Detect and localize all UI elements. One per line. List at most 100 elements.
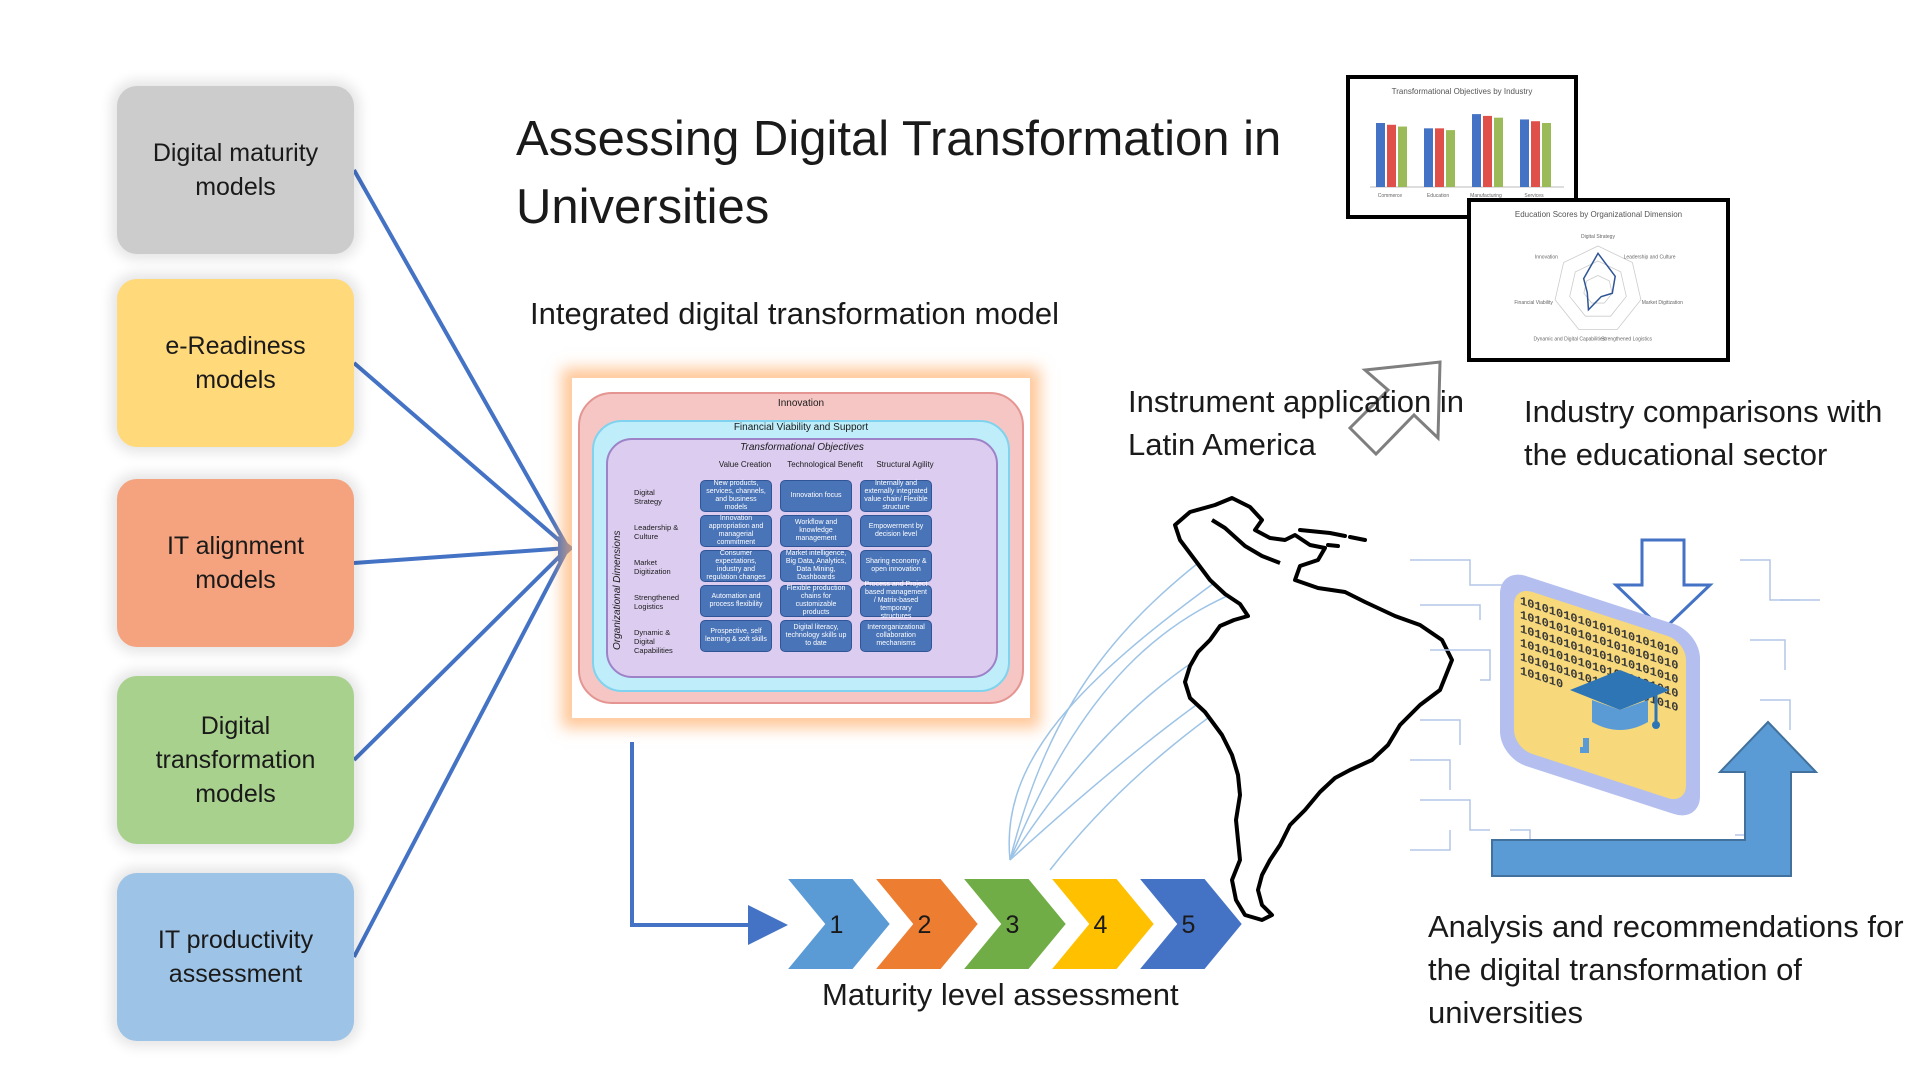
maturity-chevron-4 xyxy=(1047,877,1157,971)
row-header: Digital Strategy xyxy=(634,488,662,506)
converge-arrowhead xyxy=(558,536,574,562)
model-box-digital-maturity: Digital maturity models xyxy=(117,86,354,254)
bar xyxy=(1494,117,1503,187)
flow-curve-5 xyxy=(1008,574,1226,861)
radar-grid xyxy=(1554,245,1642,331)
maturity-chevron-2 xyxy=(871,877,981,971)
connector-digital-maturity xyxy=(352,169,570,549)
latin-america-map xyxy=(1173,496,1454,922)
row-header: Strengthened Logistics xyxy=(634,593,680,611)
maturity-level-number: 2 xyxy=(918,911,932,939)
maturity-chevron-5 xyxy=(1135,877,1245,971)
transformational-objectives-label: Transformational Objectives xyxy=(740,442,864,453)
column-header: Technological Benefit xyxy=(787,460,863,469)
model-box-it-productivity: IT productivity assessment xyxy=(117,873,354,1041)
grid-cell: Prospective, self learning & soft skills xyxy=(700,620,772,652)
radar-axis-label: Dynamic and Digital Capabilities xyxy=(1534,337,1606,343)
bar-category-label: Services xyxy=(1524,193,1544,199)
connector-digital-transformation xyxy=(352,546,570,762)
radar-grid xyxy=(1583,275,1613,304)
bar xyxy=(1398,126,1407,187)
bar-category-label: Education xyxy=(1427,193,1449,199)
model-box-label: Digital transformation models xyxy=(155,712,316,808)
row-header: Dynamic & Digital Capabilities xyxy=(634,628,673,655)
bar-chart-thumb-plot: Commerce Education Manufacturing Services xyxy=(1370,114,1564,199)
grid-cell: Empowerment by decision level xyxy=(860,515,932,547)
model-box-it-alignment: IT alignment models xyxy=(117,479,354,647)
radar-axis-label: Market Digitization xyxy=(1642,300,1683,306)
connector-it-productivity xyxy=(352,547,570,958)
bar xyxy=(1387,124,1396,187)
bar-category-label: Commerce xyxy=(1378,193,1403,199)
grid-cell: Innovation focus xyxy=(780,480,852,512)
grid-cell: Automation and process flexibility xyxy=(700,585,772,617)
bar xyxy=(1446,130,1455,187)
model-to-maturity-arrow xyxy=(630,742,788,945)
radar-grid xyxy=(1569,260,1627,317)
innovation-label: Innovation xyxy=(777,398,825,409)
maturity-level-number: 5 xyxy=(1182,911,1196,939)
column-header: Structural Agility xyxy=(876,460,934,469)
bar-category-label: Manufacturing xyxy=(1470,193,1502,199)
connector-it-alignment xyxy=(353,546,569,565)
model-box-label: e-Readiness models xyxy=(165,332,306,394)
grid-cell: Flexible production chains for customiza… xyxy=(780,585,852,617)
maturity-level-number: 3 xyxy=(1006,911,1020,939)
maturity-level-label: Maturity level assessment xyxy=(822,977,1179,1012)
model-box-label: IT alignment models xyxy=(166,532,305,594)
row-header: Leadership & Culture xyxy=(634,523,679,541)
financial-viability-label: Financial Viability and Support xyxy=(733,422,869,433)
bar-chart-thumb-title: Transformational Objectives by Industry xyxy=(1391,87,1533,96)
connector-e-readiness xyxy=(352,361,570,550)
bar xyxy=(1472,114,1481,187)
radar-axis-label: Innovation xyxy=(1535,254,1558,260)
radar-axis-label: Financial Viability xyxy=(1514,300,1553,306)
grid-cell: New products, services, channels, and bu… xyxy=(700,480,772,512)
bar xyxy=(1520,119,1529,187)
bar xyxy=(1376,123,1385,187)
grid-cell: Digital literacy, technology skills up t… xyxy=(780,620,852,652)
hollow-arrow-up-right xyxy=(1347,360,1442,457)
bar xyxy=(1483,115,1492,187)
flow-curve-1 xyxy=(1009,538,1231,861)
instrument-application-label: Instrument application in Latin America xyxy=(1128,384,1465,462)
row-header: Market Digitization xyxy=(634,558,671,576)
transformational-objectives-area: Transformational Objectives Organization… xyxy=(606,438,998,678)
graduation-cap-icon xyxy=(1570,670,1670,753)
model-box-digital-transformation: Digital transformation models xyxy=(117,676,354,844)
maturity-chevron-3 xyxy=(959,877,1069,971)
bar xyxy=(1424,128,1433,187)
analysis-recommendations-label: Analysis and recommendations for the dig… xyxy=(1428,909,1904,1030)
maturity-level-number: 4 xyxy=(1094,911,1108,939)
upward-l-arrow xyxy=(1491,720,1819,877)
radar-axis-label: Digital Strategy xyxy=(1581,234,1615,240)
grid-cell: Innovation appropriation and managerial … xyxy=(700,515,772,547)
model-box-label: IT productivity assessment xyxy=(157,926,314,988)
circuit-pattern xyxy=(1410,559,1820,860)
maturity-level-number: 1 xyxy=(830,911,844,939)
radar-chart-thumb-title: Education Scores by Organizational Dimen… xyxy=(1514,210,1683,219)
grid-cell: Workflow and knowledge management xyxy=(780,515,852,547)
maturity-chevrons: 1 2 3 4 5 xyxy=(783,877,1245,971)
page-title: Assessing Digital Transformation in Univ… xyxy=(516,112,1282,234)
financial-viability-ring: Financial Viability and Support Transfor… xyxy=(592,420,1010,692)
grid-cell: Internally and externally integrated val… xyxy=(860,480,932,512)
grid-cell: Process and Project based management / M… xyxy=(860,581,932,620)
grid-cell: Sharing economy & open innovation xyxy=(860,550,932,582)
integrated-model-image: Innovation Financial Viability and Suppo… xyxy=(572,378,1030,718)
bar xyxy=(1542,123,1551,187)
maturity-chevron-1 xyxy=(783,877,893,971)
grid-cell: Market intelligence, Big Data, Analytics… xyxy=(780,550,852,582)
radar-chart-thumbnail: Education Scores by Organizational Dimen… xyxy=(1467,198,1730,362)
bar xyxy=(1531,121,1540,187)
bar xyxy=(1435,128,1444,187)
grid-cell: Consumer expectations, industry and regu… xyxy=(700,550,772,582)
radar-axis-label: Leadership and Culture xyxy=(1624,254,1676,260)
industry-comparisons-label: Industry comparisons with the educationa… xyxy=(1524,394,1883,472)
hollow-arrow-down xyxy=(1612,538,1714,633)
column-header: Value Creation xyxy=(718,460,772,469)
integrated-model-label: Integrated digital transformation model xyxy=(530,296,1060,331)
